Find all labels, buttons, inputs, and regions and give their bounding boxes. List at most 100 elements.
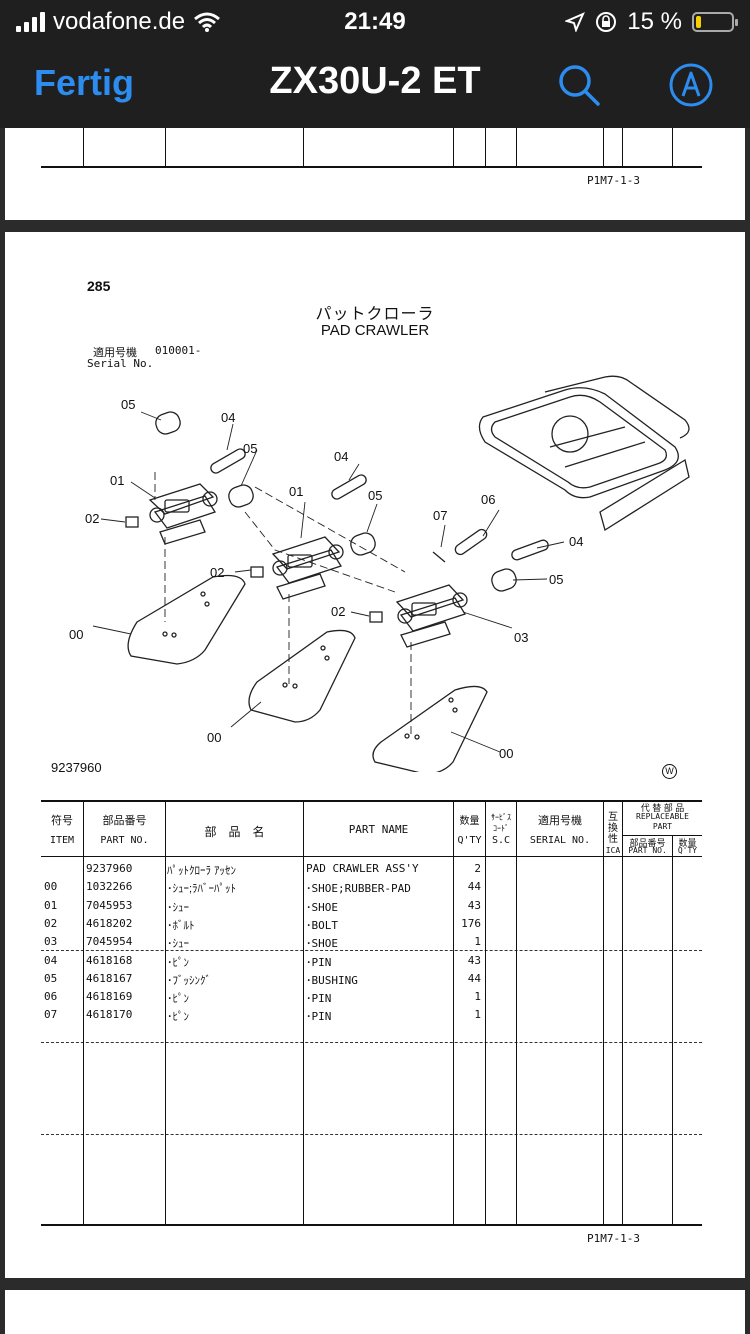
header-item-jp: 符号 [51,815,73,827]
header-sc-en: S.C [491,835,511,846]
callout-label: 05 [121,397,135,412]
callout-label: 01 [289,484,303,499]
header-repl-part-no-en: PART NO. [628,846,667,855]
clock: 21:49 [344,8,406,35]
callout-label: 04 [221,410,235,425]
cell-item: 04 [44,953,58,967]
callout-label: 05 [549,572,563,587]
header-replaceable-part: PART [652,822,673,831]
header-part-no-jp: 部品番号 [102,815,147,827]
callout-label: 02 [331,604,345,619]
callout-label: 00 [207,730,221,745]
callout-label: 05 [243,441,257,456]
cell-part-no: 4618169 [86,990,133,1004]
annotate-icon[interactable] [668,62,714,108]
header-part-no-en: PART NO. [100,835,149,846]
header-repl-qty-en: Q'TY [677,846,698,855]
header-serial-en: SERIAL NO. [529,835,591,846]
carrier-label: vodafone.de [53,8,186,35]
cell-part-no: 1032266 [86,880,133,894]
cell-part-no: 9237960 [86,862,133,875]
cell-item: 00 [44,880,58,894]
callout-label: 00 [69,627,83,642]
cell-name-jp: ･ﾋﾟﾝ [167,1011,189,1024]
cell-part-name: ･BOLT [306,918,338,932]
title-en: PAD CRAWLER [320,322,430,339]
cell-part-no: 4618167 [86,971,133,985]
drawing-mark: W [662,764,677,779]
cell-part-no: 7045953 [86,898,133,912]
cell-name-jp: ･ｼｭｰ;ﾗﾊﾞｰﾊﾟｯﾄ [167,883,237,896]
cell-qty: 44 [467,971,481,985]
page-code: P1M7-1-3 [587,1232,640,1245]
catalog-page: 285 パットクローラ PAD CRAWLER 適用号機 010001- Ser… [5,232,745,1278]
page-number: 285 [87,278,111,294]
serial-label-en: Serial No. [87,357,154,370]
battery-icon [692,12,738,32]
header-serial-jp: 適用号機 [538,815,582,827]
cell-part-name: ･SHOE [306,937,338,951]
status-bar: vodafone.de 21:49 15 % [0,0,750,44]
title-jp: パットクローラ [315,306,435,323]
cell-name-jp: ･ｼｭｰ [167,901,189,914]
callout-label: 03 [514,630,528,645]
callout-label: 06 [481,492,495,507]
callout-label: 00 [499,746,513,761]
header-ica-en: ICA [605,846,621,855]
cell-part-name: PAD CRAWLER ASS'Y [306,862,419,875]
next-page [5,1290,745,1334]
search-icon[interactable] [556,62,602,108]
header-qty-jp: 数量 [459,816,480,827]
crawler-overview [478,375,690,532]
parts-table: 符号 ITEM 部品番号 PART NO. 部 品 名 PART NAME 数量… [5,232,745,1278]
cell-item: 07 [44,1008,58,1022]
header-name-jp: 部 品 名 [204,825,265,839]
header-replaceable-jp: 代 替 部 品 [640,803,685,813]
callout-label: 04 [334,449,348,464]
cell-part-name: ･SHOE;RUBBER-PAD [306,882,411,896]
cell-name-jp: ･ﾋﾟﾝ [167,993,189,1006]
cell-item: 06 [44,990,58,1004]
top-bar: vodafone.de 21:49 15 % Fertig ZX30U-2 ET [0,0,750,128]
drawing-number: 9237960 [51,760,102,775]
cell-qty: 1 [474,935,481,949]
cell-part-name: ･SHOE [306,900,338,914]
cell-part-no: 4618168 [86,953,133,967]
cell-item: 02 [44,916,58,930]
header-sc-jp2: ｺｰﾄﾞ [493,824,509,833]
header-repl-qty-jp: 数量 [678,838,697,848]
orientation-lock-icon [596,12,617,32]
cell-qty: 44 [467,880,481,894]
battery-percent: 15 % [627,8,682,35]
header-replaceable-en: REPLACEABLE [636,812,689,821]
cell-part-name: ･PIN [306,1010,332,1024]
callout-label: 02 [85,511,99,526]
header-qty-en: Q'TY [457,835,482,846]
header-repl-part-no-jp: 部品番号 [629,838,666,848]
cell-part-no: 7045954 [86,935,133,949]
cell-item: 01 [44,898,58,912]
done-button[interactable]: Fertig [34,62,135,103]
callout-label: 02 [210,565,224,580]
callout-label: 07 [433,508,447,523]
header-sc-jp1: ｻｰﾋﾞｽ [491,813,511,822]
cell-part-name: ･PIN [306,955,332,969]
cell-name-jp: ･ﾎﾞﾙﾄ [167,919,195,932]
header-ica-jp: 互換性 [608,812,618,845]
header-part-name: PART NAME [348,823,409,836]
header-item-en: ITEM [49,835,75,846]
callout-label: 04 [569,534,583,549]
cell-part-no: 4618170 [86,1008,133,1022]
cell-qty: 43 [467,898,481,912]
cell-name-jp: ･ｼｭｰ [167,938,189,951]
signal-icon [16,12,45,32]
cell-qty: 43 [467,953,481,967]
document-title: ZX30U-2 ET [269,60,481,102]
exploded-drawing: 05 04 05 01 04 05 06 07 04 01 02 02 05 0… [69,375,690,772]
cell-qty: 1 [474,990,481,1004]
serial-value: 010001- [155,344,202,357]
serial-label-jp: 適用号機 [93,347,137,359]
callout-label: 05 [368,488,382,503]
wifi-icon [194,12,221,32]
cell-item: 05 [44,971,58,985]
